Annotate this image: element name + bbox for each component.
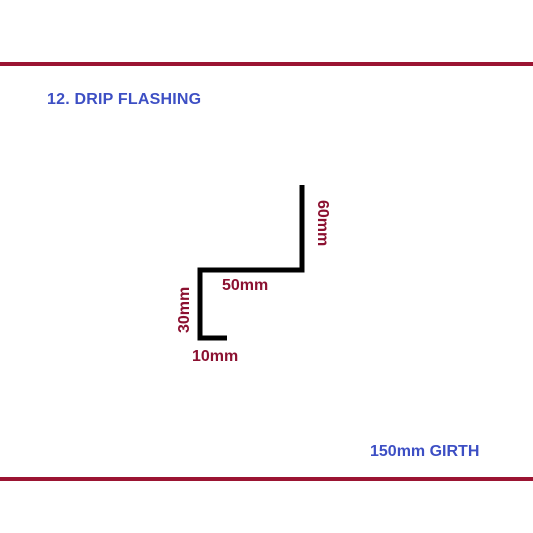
drip-dimension: 10mm bbox=[192, 348, 238, 365]
lower-leg-dimension: 30mm bbox=[176, 287, 193, 333]
top-rule bbox=[0, 62, 533, 66]
girth-label: 150mm GIRTH bbox=[370, 443, 480, 460]
horizontal-dimension: 50mm bbox=[222, 277, 268, 294]
bottom-rule bbox=[0, 477, 533, 481]
page-title: 12. DRIP FLASHING bbox=[47, 91, 202, 108]
flashing-profile-line bbox=[197, 185, 305, 341]
top-leg-dimension: 60mm bbox=[314, 200, 331, 246]
